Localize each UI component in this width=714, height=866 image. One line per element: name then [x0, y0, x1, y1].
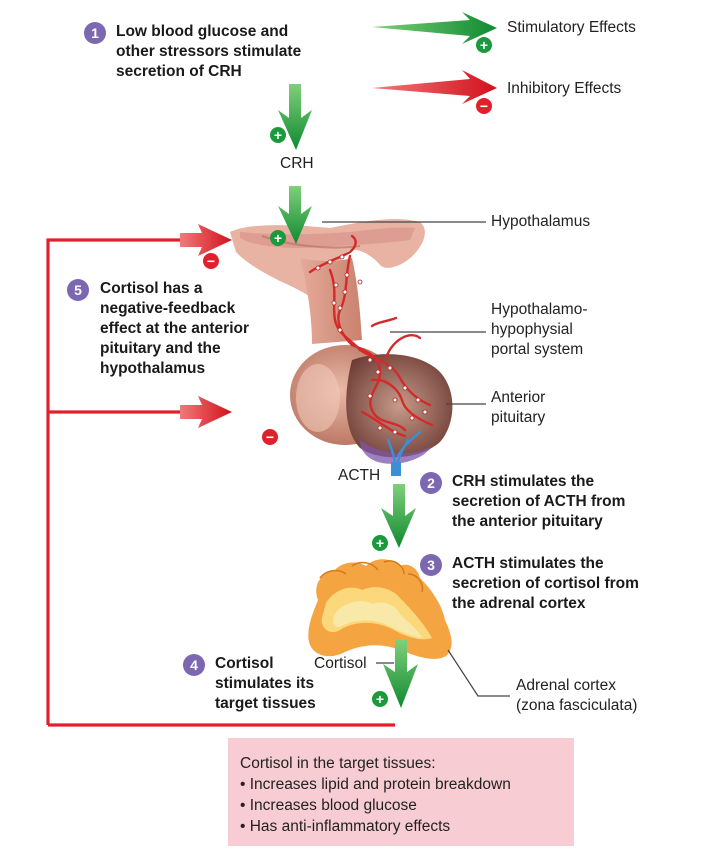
- target-tissues-box: [228, 738, 574, 846]
- crh-label: CRH: [280, 155, 314, 172]
- target-box-item: • Increases lipid and protein breakdown: [240, 776, 511, 793]
- feedback-arrow-hypothalamus: [180, 224, 232, 256]
- hypothalamus-label: Hypothalamus: [491, 213, 591, 230]
- acth-arrow: [381, 484, 416, 548]
- plus-sign: +: [273, 230, 283, 246]
- legend-stimulatory-label: Stimulatory Effects: [507, 19, 636, 36]
- portal-system-label: Hypothalamo- hypophysial portal system: [491, 301, 588, 358]
- legend-inhibitory-label: Inhibitory Effects: [507, 80, 622, 97]
- step-4-text: Cortisol stimulates its target tissues: [215, 655, 316, 712]
- plus-sign: +: [273, 127, 283, 143]
- minus-sign: −: [206, 253, 216, 269]
- pituitary-gland: [290, 345, 453, 464]
- legend-stimulatory-arrow: [372, 12, 497, 44]
- feedback-arrow-pituitary: [180, 396, 232, 428]
- leader-lines: [322, 221, 510, 697]
- crh-secretion-arrow: [278, 84, 312, 150]
- step-2-text: CRH stimulates the secretion of ACTH fro…: [452, 473, 626, 530]
- minus-sign: −: [479, 98, 489, 114]
- target-box-item: • Has anti-inflammatory effects: [240, 818, 451, 835]
- cortisol-arrow: [383, 640, 418, 708]
- plus-sign: +: [375, 691, 385, 707]
- adrenal-cortex-label: Adrenal cortex (zona fasciculata): [516, 677, 638, 714]
- plus-sign: +: [375, 535, 385, 551]
- cortisol-label: Cortisol: [314, 655, 367, 672]
- step-2-number: 2: [420, 472, 442, 494]
- crh-to-hypothalamus-arrow: [278, 186, 312, 244]
- portal-vessel-dots: [315, 254, 428, 435]
- legend-inhibitory-arrow: [372, 70, 497, 104]
- step-5-number: 5: [67, 279, 89, 301]
- step-3-text: ACTH stimulates the secretion of cortiso…: [452, 555, 639, 612]
- target-box-title: Cortisol in the target tissues:: [240, 755, 436, 772]
- plus-sign: +: [479, 37, 489, 53]
- target-box-item: • Increases blood glucose: [240, 797, 417, 814]
- step-1-number: 1: [84, 22, 106, 44]
- step-1-text: Low blood glucose and other stressors st…: [116, 23, 302, 80]
- acth-vein: [391, 462, 401, 476]
- adrenal-gland: [308, 559, 452, 659]
- anterior-pituitary-label: Anterior pituitary: [491, 389, 546, 426]
- step-5-text: Cortisol has a negative-feedback effect …: [100, 280, 250, 377]
- acth-label: ACTH: [338, 467, 381, 484]
- step-4-number: 4: [183, 654, 205, 676]
- minus-sign: −: [265, 429, 275, 445]
- step-3-number: 3: [420, 554, 442, 576]
- feedback-loop-line: [46, 238, 395, 727]
